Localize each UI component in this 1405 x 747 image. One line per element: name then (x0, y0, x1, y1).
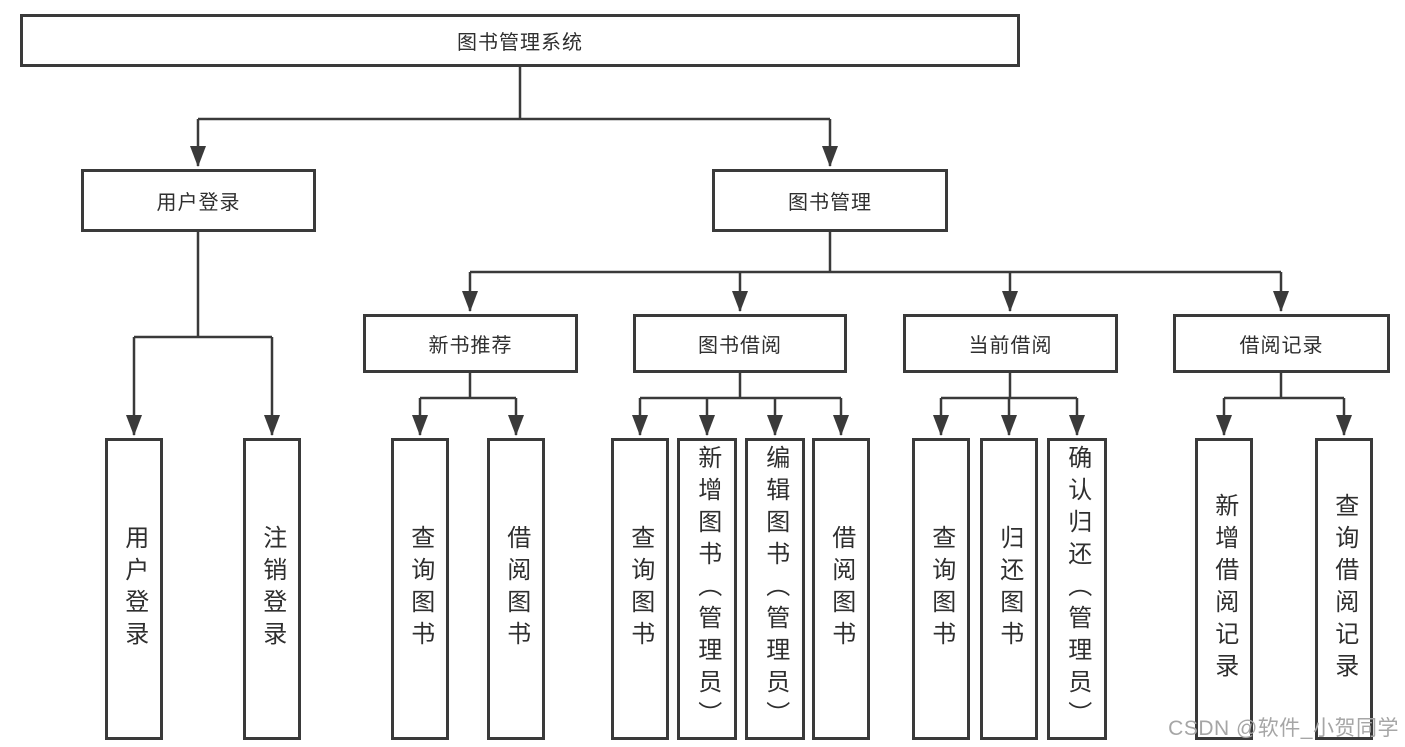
leaf-query-books-recommend: 查询图书 (391, 438, 449, 740)
leaf-logout: 注销登录 (243, 438, 301, 740)
connector-book-borrowing-to-leaves (632, 373, 849, 436)
leaf-label: 查询图书 (626, 525, 654, 653)
connector-user-login-to-leaves (126, 232, 280, 436)
leaf-confirm-return-admin: 确认归还（管理员） (1047, 438, 1107, 740)
leaf-label: 查询图书 (406, 525, 434, 653)
node-borrow-records: 借阅记录 (1173, 314, 1390, 373)
node-label: 图书管理 (788, 192, 872, 214)
node-book-management: 图书管理 (712, 169, 948, 232)
node-label: 借阅记录 (1239, 335, 1324, 357)
leaf-borrow-books-recommend: 借阅图书 (487, 438, 545, 740)
node-label: 用户登录 (156, 192, 241, 214)
leaf-label: 借阅图书 (502, 525, 530, 653)
node-new-book-recommend: 新书推荐 (363, 314, 578, 373)
leaf-label: 确认归还（管理员） (1063, 445, 1091, 733)
leaf-add-books-admin: 新增图书（管理员） (677, 438, 737, 740)
leaf-label: 借阅图书 (827, 525, 855, 653)
connector-book-management-to-level3 (462, 232, 1289, 312)
leaf-add-borrow-record: 新增借阅记录 (1195, 438, 1253, 740)
connector-root-to-level2 (190, 66, 838, 167)
watermark: CSDN @软件_小贺同学 (1168, 717, 1399, 740)
node-book-management-system: 图书管理系统 (20, 14, 1020, 67)
leaf-edit-books-admin: 编辑图书（管理员） (745, 438, 805, 740)
leaf-label: 归还图书 (995, 525, 1023, 653)
connector-borrow-records-to-leaves (1216, 373, 1352, 436)
leaf-label: 查询借阅记录 (1330, 493, 1358, 685)
node-user-login: 用户登录 (81, 169, 316, 232)
node-label: 新书推荐 (428, 335, 513, 357)
node-current-borrowing: 当前借阅 (903, 314, 1118, 373)
leaf-query-books-current: 查询图书 (912, 438, 970, 740)
leaf-label: 用户登录 (120, 525, 148, 653)
leaf-query-borrow-record: 查询借阅记录 (1315, 438, 1373, 740)
node-book-borrowing: 图书借阅 (633, 314, 847, 373)
leaf-return-books: 归还图书 (980, 438, 1038, 740)
leaf-label: 新增图书（管理员） (693, 445, 721, 733)
leaf-label: 新增借阅记录 (1210, 493, 1238, 685)
node-label: 图书管理系统 (457, 32, 583, 54)
connector-current-borrowing-to-leaves (933, 373, 1085, 436)
leaf-borrow-books-borrowing: 借阅图书 (812, 438, 870, 740)
leaf-user-login: 用户登录 (105, 438, 163, 740)
leaf-label: 查询图书 (927, 525, 955, 653)
leaf-label: 注销登录 (258, 525, 286, 653)
connector-new-book-recommend-to-leaves (412, 373, 524, 436)
node-label: 图书借阅 (698, 335, 782, 357)
leaf-label: 编辑图书（管理员） (761, 445, 789, 733)
leaf-query-books-borrowing: 查询图书 (611, 438, 669, 740)
node-label: 当前借阅 (968, 335, 1053, 357)
